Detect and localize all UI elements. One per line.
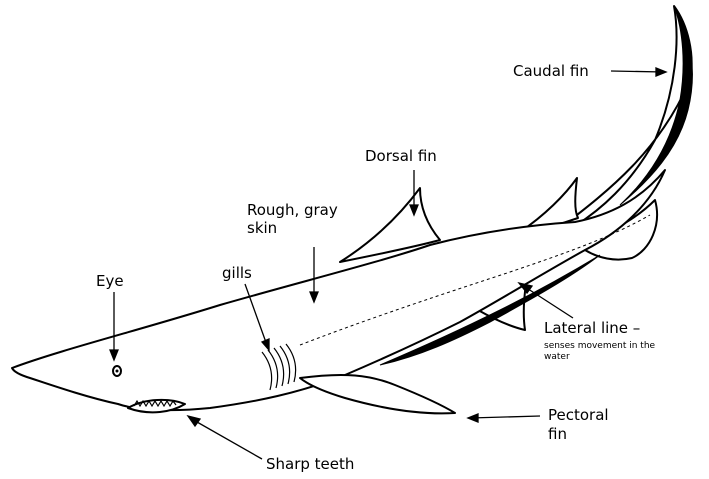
lateral-line-desc-line2: water xyxy=(544,352,570,363)
pectoral-fin-shape xyxy=(300,375,455,413)
rough-skin-label-line2: skin xyxy=(247,219,277,237)
gills-label: gills xyxy=(222,264,252,282)
lateral-line-desc-line1: senses movement in the xyxy=(544,341,655,352)
dorsal-fin-label: Dorsal fin xyxy=(365,147,437,165)
pectoral-fin-label-line2: fin xyxy=(548,425,567,443)
caudal-fin-label: Caudal fin xyxy=(513,62,589,80)
pectoral-fin-label-line1: Pectoral xyxy=(548,406,609,424)
lateral-line-label: Lateral line – xyxy=(544,319,640,337)
rough-skin-label-line1: Rough, gray xyxy=(247,201,338,219)
caudal-fin-shape xyxy=(560,6,692,228)
eye-label: Eye xyxy=(96,272,124,290)
sharp-teeth-label: Sharp teeth xyxy=(266,455,354,473)
